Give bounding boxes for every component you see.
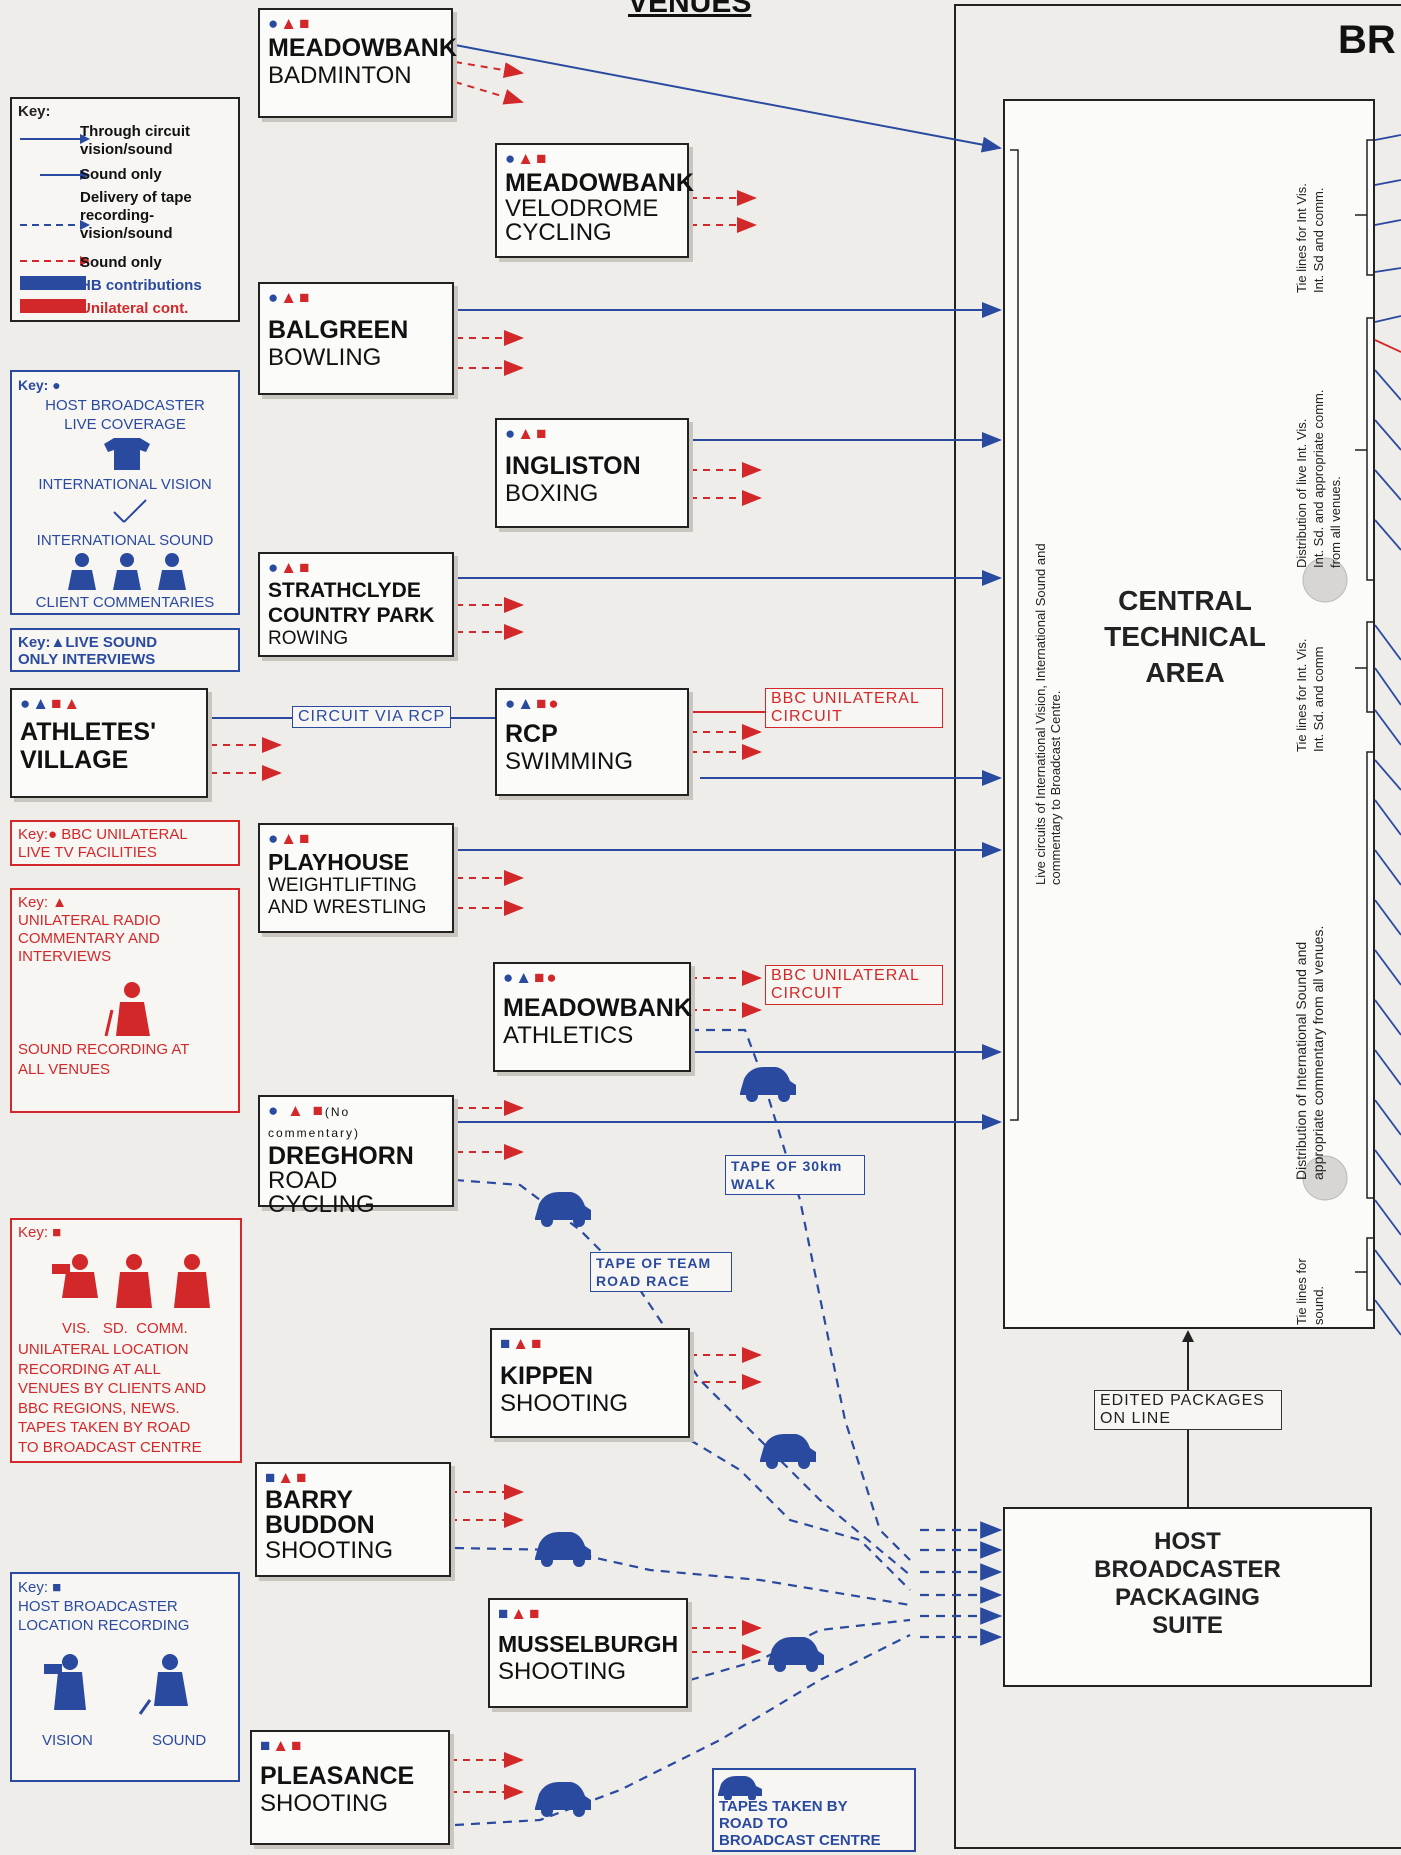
tie-lines-note-1: Tie lines for Int Vis.Int. Sd and comm. bbox=[1294, 183, 1326, 293]
central-technical-area-box bbox=[1003, 99, 1375, 1329]
key-unilateral-recording: Key: ■ VIS. SD. COMM. UNILATERAL LOCATIO… bbox=[10, 1218, 242, 1463]
car-icon bbox=[740, 1067, 796, 1102]
venue-barry-buddon-shooting: ■▲■ BARRY BUDDON SHOOTING bbox=[255, 1462, 451, 1577]
live-circuits-note: Live circuits of International Vision, I… bbox=[1033, 543, 1063, 885]
tapes-by-road-key: TAPES TAKEN BY ROAD TO BROADCAST CENTRE bbox=[712, 1768, 916, 1852]
venue-playhouse: ●▲■ PLAYHOUSE WEIGHTLIFTING AND WRESTLIN… bbox=[258, 823, 454, 933]
key-radio: Key: ▲ UNILATERAL RADIO COMMENTARY AND I… bbox=[10, 888, 240, 1113]
venue-athletes-village: ●▲■▲ ATHLETES' VILLAGE bbox=[10, 688, 208, 798]
venue-musselburgh-shooting: ■▲■ MUSSELBURGH SHOOTING bbox=[488, 1598, 688, 1708]
venue-rcp-swimming: ●▲■● RCP SWIMMING bbox=[495, 688, 689, 796]
venue-dreghorn-road-cycling: ● ▲ ■(No commentary) DREGHORN ROAD CYCLI… bbox=[258, 1095, 454, 1217]
broadcast-centre-title: BR bbox=[1338, 18, 1396, 62]
broadcast-centre-border bbox=[954, 4, 1401, 1849]
circle-icon: ● bbox=[52, 377, 61, 393]
venue-meadowbank-velodrome: ●▲■ MEADOWBANK VELODROME CYCLING bbox=[495, 143, 694, 258]
car-icon bbox=[535, 1782, 591, 1817]
distribution-note-1: Distribution of live Int. Vis.Int. Sd. a… bbox=[1294, 389, 1343, 568]
venue-meadowbank-badminton: ●▲■ MEADOWBANK BADMINTON bbox=[258, 8, 457, 118]
central-technical-area-title: CENTRAL TECHNICAL AREA bbox=[1104, 585, 1266, 688]
circuit-via-rcp-label: CIRCUIT VIA RCP bbox=[292, 706, 452, 728]
key-host-broadcaster: Key: ● HOST BROADCASTER LIVE COVERAGE IN… bbox=[10, 370, 240, 615]
vision-camera-icon bbox=[104, 438, 150, 470]
car-icon bbox=[760, 1434, 816, 1469]
venues-title: VENUES bbox=[628, 0, 752, 19]
car-icon bbox=[718, 1776, 762, 1800]
key-legend: Key: Through circuit vision/sound Sound … bbox=[10, 97, 240, 322]
radio-commentator-icon bbox=[104, 982, 150, 1037]
microphone-icon bbox=[113, 499, 147, 523]
recording-crew-icon bbox=[52, 1254, 210, 1308]
tie-lines-note-2: Tie lines for Int. Vis.Int. Sd. and comm bbox=[1294, 638, 1326, 752]
key-host-recording: Key: ■ HOST BROADCASTER LOCATION RECORDI… bbox=[10, 1572, 240, 1782]
host-recording-icon bbox=[44, 1654, 188, 1715]
venue-ingliston-boxing: ●▲■ INGLISTON BOXING bbox=[495, 418, 689, 528]
venue-kippen-shooting: ■▲■ KIPPEN SHOOTING bbox=[490, 1328, 690, 1438]
commentator-icon bbox=[68, 553, 186, 590]
venue-meadowbank-athletics: ●▲■● MEADOWBANK ATHLETICS bbox=[493, 962, 692, 1072]
venue-balgreen-bowling: ●▲■ BALGREEN BOWLING bbox=[258, 282, 454, 395]
car-icon bbox=[768, 1637, 824, 1672]
car-icon bbox=[535, 1192, 591, 1227]
venue-pleasance-shooting: ■▲■ PLEASANCE SHOOTING bbox=[250, 1730, 450, 1845]
packaging-suite-title: HOST BROADCASTER PACKAGING SUITE bbox=[1094, 1528, 1281, 1639]
venue-strathclyde-rowing: ●▲■ STRATHCLYDE COUNTRY PARK ROWING bbox=[258, 552, 454, 657]
car-icon bbox=[535, 1532, 591, 1567]
